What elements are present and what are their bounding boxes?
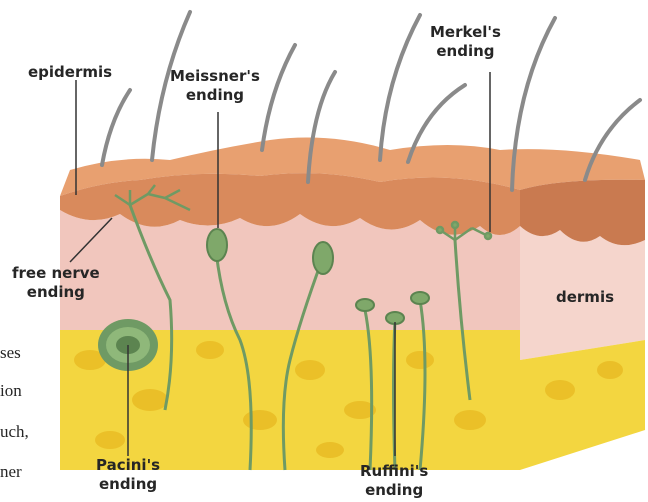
label-merkels-line2: ending (430, 42, 501, 61)
epidermis-side (520, 180, 645, 245)
label-meissners-line2: ending (170, 86, 260, 105)
label-meissners-ending: Meissner's ending (170, 67, 260, 105)
cropped-text-4: ner (0, 462, 22, 482)
label-dermis: dermis (556, 288, 614, 307)
label-merkels-ending: Merkel's ending (430, 23, 501, 61)
label-ruffinis-line1: Ruffini's (360, 462, 428, 481)
label-merkels-line1: Merkel's (430, 23, 501, 42)
label-free-nerve-ending: free nerve ending (12, 264, 100, 302)
label-pacinis-line2: ending (96, 475, 160, 494)
label-epidermis: epidermis (28, 63, 112, 82)
label-ruffinis-ending: Ruffini's ending (360, 462, 428, 500)
cropped-text-3: uch, (0, 422, 29, 442)
label-pacinis-ending: Pacini's ending (96, 456, 160, 494)
label-free-nerve-line2: ending (12, 283, 100, 302)
label-free-nerve-line1: free nerve (12, 264, 100, 283)
label-pacinis-line1: Pacini's (96, 456, 160, 475)
label-meissners-line1: Meissner's (170, 67, 260, 86)
label-ruffinis-line2: ending (360, 481, 428, 500)
cropped-text-2: ion (0, 381, 22, 401)
cropped-text-1: ses (0, 343, 21, 363)
